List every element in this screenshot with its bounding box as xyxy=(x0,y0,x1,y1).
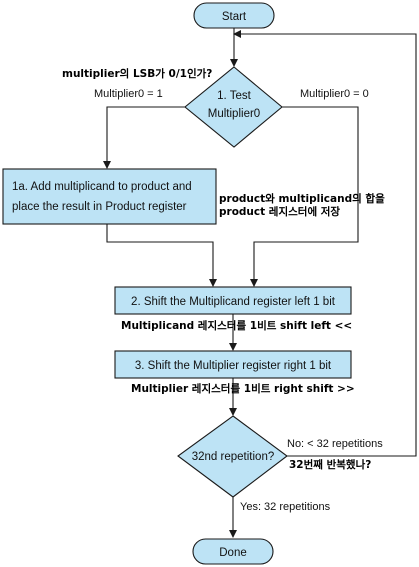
test-label-line2: Multiplier0 xyxy=(208,108,260,120)
annotation-repeat: 32번째 반복했나? xyxy=(289,458,371,471)
shift-left-step-label: 2. Shift the Multiplicand register left … xyxy=(131,296,336,308)
edge-label-multiplier0-0: Multiplier0 = 0 xyxy=(300,88,369,100)
annotation-lsb-question: multiplier의 LSB가 0/1인가? xyxy=(62,67,212,80)
repetition-label: 32nd repetition? xyxy=(192,451,274,463)
add-step-line2: place the result in Product register xyxy=(12,201,187,213)
test-multiplier0-decision xyxy=(184,66,283,148)
edge-label-multiplier0-1: Multiplier0 = 1 xyxy=(94,88,163,100)
done-label: Done xyxy=(219,547,247,559)
shift-right-step-label: 3. Shift the Multiplier register right 1… xyxy=(135,360,332,372)
shift-right-step-box xyxy=(114,350,352,379)
repetition-decision xyxy=(177,415,288,498)
edge-label-yes: Yes: 32 repetitions xyxy=(240,501,331,513)
annotation-add-note-line2: product 레지스터에 저장 xyxy=(219,205,340,218)
edge-add-to-shift-left xyxy=(106,224,217,287)
add-step-line1: 1a. Add multiplicand to product and xyxy=(12,181,192,193)
annotation-add-note-line1: product와 multiplicand의 합을 xyxy=(219,192,385,205)
test-label-line1: 1. Test xyxy=(217,90,251,102)
start-terminator xyxy=(193,2,275,29)
done-terminator xyxy=(192,538,274,565)
annotation-shift-right: Multiplier 레지스터를 1비트 right shift >> xyxy=(131,382,355,395)
add-step-box xyxy=(2,168,217,225)
shift-left-step-box xyxy=(114,286,352,315)
edge-test-to-add xyxy=(103,106,185,169)
edge-label-no: No: < 32 repetitions xyxy=(287,438,383,450)
start-label: Start xyxy=(222,11,247,23)
edge-test-skip-add xyxy=(250,106,359,287)
edge-repeat-loop-back xyxy=(233,30,417,457)
annotation-shift-left: Multiplicand 레지스터를 1비트 shift left << xyxy=(121,319,352,332)
